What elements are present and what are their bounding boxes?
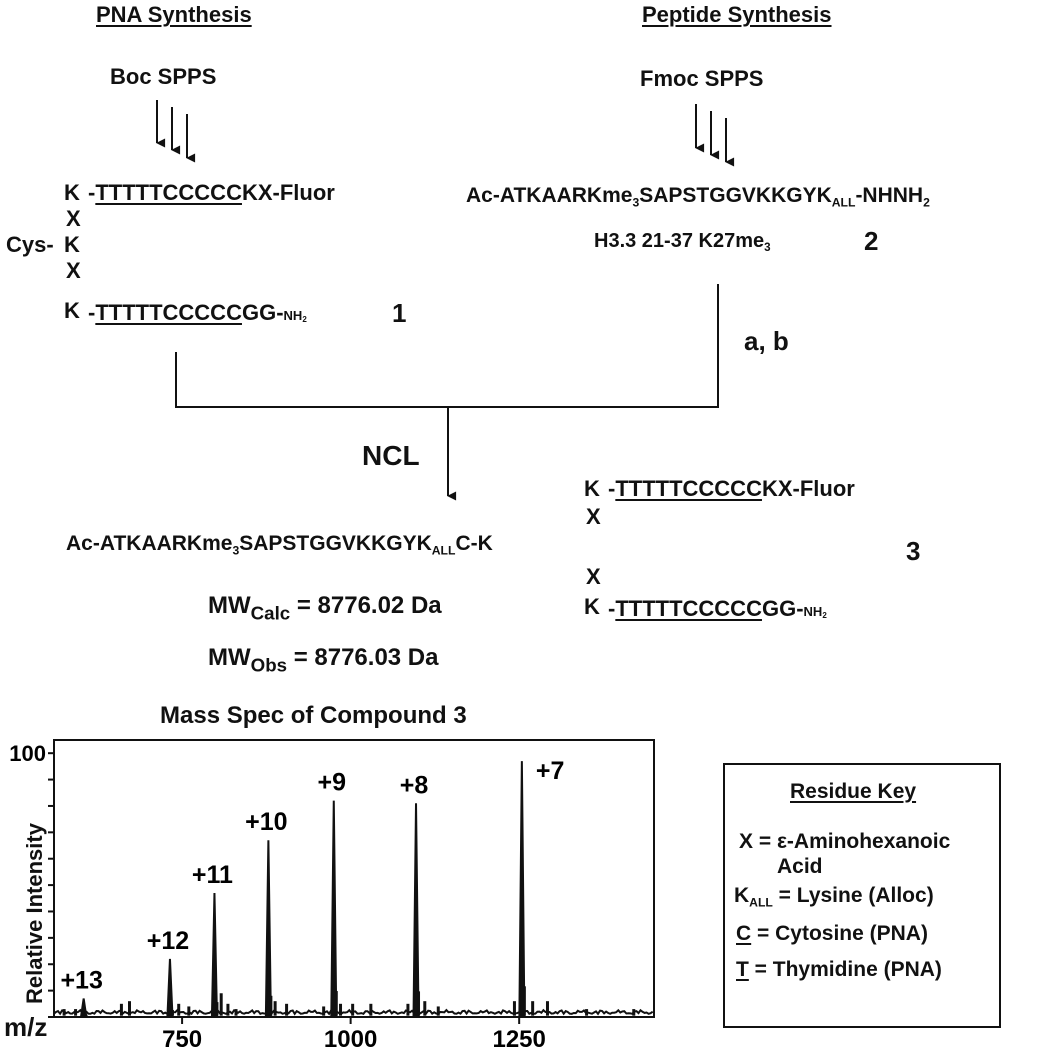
key-thymidine: T = Thymidine (PNA) [736, 958, 942, 981]
c1-cys: Cys- [6, 232, 54, 257]
c1-bottom-arm: -TTTTTCCCCCGG-NH2 [88, 300, 307, 325]
key-x-line2: Acid [777, 855, 823, 878]
peak-label: +9 [318, 769, 347, 797]
peak-label: +11 [192, 861, 233, 889]
y-tick-label: 100 [9, 741, 46, 766]
spectrum-peak [166, 958, 174, 1017]
mw-obs: MWObs = 8776.03 Da [208, 644, 439, 676]
c3-x-1: X [586, 504, 601, 529]
x-tick-label: 1250 [492, 1026, 545, 1050]
c3-bottom-arm: -TTTTTCCCCCGG-NH2 [608, 596, 827, 621]
chart-title: Mass Spec of Compound 3 [160, 702, 467, 729]
peak-label: +13 [60, 967, 102, 995]
spectrum-peak [412, 803, 420, 1017]
plot-frame [53, 739, 655, 1018]
reaction-conditions: a, b [744, 326, 789, 356]
ncl-label: NCL [362, 440, 420, 471]
peptide-synthesis-header: Peptide Synthesis [642, 2, 832, 27]
c1-k-bot: K [64, 298, 80, 323]
c1-x-1: X [66, 206, 81, 231]
boc-spps-label: Boc SPPS [110, 64, 217, 89]
c3-k-bot: K [584, 594, 600, 619]
pna-synthesis-header: PNA Synthesis [96, 2, 252, 27]
residue-key-box [723, 763, 1001, 1028]
key-cytosine: C = Cytosine (PNA) [736, 922, 928, 945]
compound-3-number: 3 [906, 536, 921, 566]
c3-bot-pna-seq: TTTTTCCCCC [615, 596, 762, 621]
spectrum-peak [80, 998, 88, 1017]
c3-top-pna-seq: TTTTTCCCCC [615, 476, 762, 501]
x-tick-label: 750 [162, 1026, 202, 1050]
c3-top-arm: -TTTTTCCCCCKX-Fluor [608, 476, 855, 501]
c1-top-arm: -TTTTTCCCCCKX-Fluor [88, 180, 335, 205]
compound-2-number: 2 [864, 226, 879, 256]
spectrum-peak [210, 892, 218, 1017]
spectrum-peak [264, 840, 272, 1017]
peak-label: +8 [400, 771, 429, 799]
c3-k-top: K [584, 476, 600, 501]
residue-key-title: Residue Key [790, 780, 917, 803]
compound-1-number: 1 [392, 298, 407, 328]
key-kall: KALL = Lysine (Alloc) [734, 884, 934, 910]
peak-label: +10 [245, 808, 287, 836]
spectrum-peak [518, 761, 526, 1017]
c3-sequence: Ac-ATKAARKme3SAPSTGGVKKGYKALLC-K [66, 532, 493, 558]
c2-sequence: Ac-ATKAARKme3SAPSTGGVKKGYKALL-NHNH2 [466, 184, 930, 210]
spectrum-peak [330, 800, 338, 1017]
x-tick-label: 1000 [324, 1026, 377, 1050]
key-x-line1: X = ε-Aminohexanoic [739, 830, 951, 853]
peak-label: +7 [536, 757, 565, 785]
fmoc-spps-label: Fmoc SPPS [640, 66, 764, 91]
c2-name: H3.3 21-37 K27me3 [594, 230, 771, 255]
x-axis-label: m/z [4, 1012, 48, 1042]
c1-k-mid: K [64, 232, 80, 257]
c1-x-2: X [66, 258, 81, 283]
c1-k-top: K [64, 180, 80, 205]
c3-x-2: X [586, 564, 601, 589]
mw-calc: MWCalc = 8776.02 Da [208, 592, 442, 624]
peak-label: +12 [147, 927, 189, 955]
c1-top-pna-seq: TTTTTCCCCC [95, 180, 242, 205]
c1-bot-pna-seq: TTTTTCCCCC [95, 300, 242, 325]
